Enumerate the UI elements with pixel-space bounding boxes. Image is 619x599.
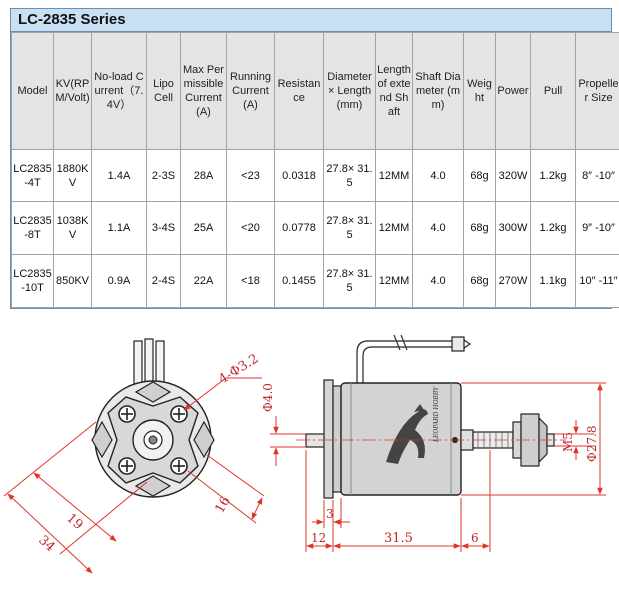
- cell-no-load: 1.4A: [92, 150, 147, 202]
- hole-callout: 4-Φ3.2: [216, 351, 261, 387]
- spec-sheet: LC-2835 Series Model KV(RPM/Volt) No-loa…: [10, 8, 612, 309]
- header-pull: Pull: [531, 33, 576, 150]
- cell-shaft-diameter: 4.0: [413, 202, 464, 255]
- cell-shaft-diameter: 4.0: [413, 255, 464, 308]
- lead-wires: [134, 339, 164, 387]
- header-shaft-extend: Length of extend Shaft: [376, 33, 413, 150]
- cell-kv: 850KV: [54, 255, 92, 308]
- cell-no-load: 0.9A: [92, 255, 147, 308]
- header-running-current: Running Current(A): [227, 33, 275, 150]
- cell-power: 300W: [496, 202, 531, 255]
- cell-resistance: 0.0318: [275, 150, 324, 202]
- table-header-row: Model KV(RPM/Volt) No-load Current（7.4V）…: [12, 33, 619, 150]
- dim-34: 34: [35, 533, 57, 555]
- dim-16: 16: [212, 494, 233, 516]
- table-row: LC2835-8T 1038KV 1.1A 3-4S 25A <20 0.077…: [12, 202, 619, 255]
- cell-model: LC2835-8T: [12, 202, 54, 255]
- header-shaft-diameter: Shaft Diameter (mm): [413, 33, 464, 150]
- dim-12: 12: [311, 531, 326, 545]
- header-model: Model: [12, 33, 54, 150]
- cell-propeller: 9″ -10″: [576, 202, 619, 255]
- cell-model: LC2835-10T: [12, 255, 54, 308]
- cell-resistance: 0.1455: [275, 255, 324, 308]
- cell-model: LC2835-4T: [12, 150, 54, 202]
- cell-lipo: 2-3S: [147, 150, 181, 202]
- dim-body-diameter: Φ27.8: [585, 425, 599, 462]
- header-diameter-length: Diameter× Length (mm): [324, 33, 376, 150]
- spec-table: Model KV(RPM/Volt) No-load Current（7.4V）…: [11, 32, 619, 308]
- header-lipo-cell: Lipo Cell: [147, 33, 181, 150]
- cell-max-current: 22A: [181, 255, 227, 308]
- cell-power: 270W: [496, 255, 531, 308]
- header-weight: Weight: [464, 33, 496, 150]
- header-max-current: Max Permissible Current(A): [181, 33, 227, 150]
- header-resistance: Resistance: [275, 33, 324, 150]
- dim-3: 3: [326, 507, 334, 521]
- cell-dimensions: 27.8× 31.5: [324, 202, 376, 255]
- cell-resistance: 0.0778: [275, 202, 324, 255]
- cell-shaft-extend: 12MM: [376, 202, 413, 255]
- series-title: LC-2835 Series: [11, 9, 611, 32]
- header-power: Power: [496, 33, 531, 150]
- cell-shaft-extend: 12MM: [376, 255, 413, 308]
- header-kv: KV(RPM/Volt): [54, 33, 92, 150]
- cell-lipo: 3-4S: [147, 202, 181, 255]
- dim-31-5: 31.5: [384, 531, 413, 546]
- cell-pull: 1.1kg: [531, 255, 576, 308]
- cell-running-current: <20: [227, 202, 275, 255]
- cell-power: 320W: [496, 150, 531, 202]
- cell-pull: 1.2kg: [531, 150, 576, 202]
- cell-shaft-diameter: 4.0: [413, 150, 464, 202]
- cell-dimensions: 27.8× 31.5: [324, 150, 376, 202]
- dim-thread: M5: [561, 432, 575, 452]
- cell-running-current: <23: [227, 150, 275, 202]
- lead-cable: [357, 335, 470, 383]
- cell-kv: 1880KV: [54, 150, 92, 202]
- cell-propeller: 8″ -10″: [576, 150, 619, 202]
- cell-weight: 68g: [464, 150, 496, 202]
- brand-text: LEOPARD HOBBY: [433, 386, 440, 443]
- table-row: LC2835-4T 1880KV 1.4A 2-3S 28A <23 0.031…: [12, 150, 619, 202]
- cell-weight: 68g: [464, 202, 496, 255]
- cell-no-load: 1.1A: [92, 202, 147, 255]
- cell-kv: 1038KV: [54, 202, 92, 255]
- table-row: LC2835-10T 850KV 0.9A 2-4S 22A <18 0.145…: [12, 255, 619, 308]
- cell-lipo: 2-4S: [147, 255, 181, 308]
- front-view: 4-Φ3.2 19 34 16: [4, 339, 264, 573]
- dim-6: 6: [471, 531, 479, 545]
- dim-19: 19: [63, 511, 85, 533]
- cell-shaft-extend: 12MM: [376, 150, 413, 202]
- cell-max-current: 25A: [181, 202, 227, 255]
- dim-shaft-diameter: Φ4.0: [261, 383, 275, 412]
- side-view: LEOPARD HOBBY Φ4.0: [261, 335, 606, 552]
- cell-max-current: 28A: [181, 150, 227, 202]
- technical-drawing: 4-Φ3.2 19 34 16: [0, 312, 619, 594]
- header-no-load-current: No-load Current（7.4V）: [92, 33, 147, 150]
- cell-propeller: 10″ -11″: [576, 255, 619, 308]
- cell-pull: 1.2kg: [531, 202, 576, 255]
- cell-running-current: <18: [227, 255, 275, 308]
- header-propeller: Propeller Size: [576, 33, 619, 150]
- cell-weight: 68g: [464, 255, 496, 308]
- cell-dimensions: 27.8× 31.5: [324, 255, 376, 308]
